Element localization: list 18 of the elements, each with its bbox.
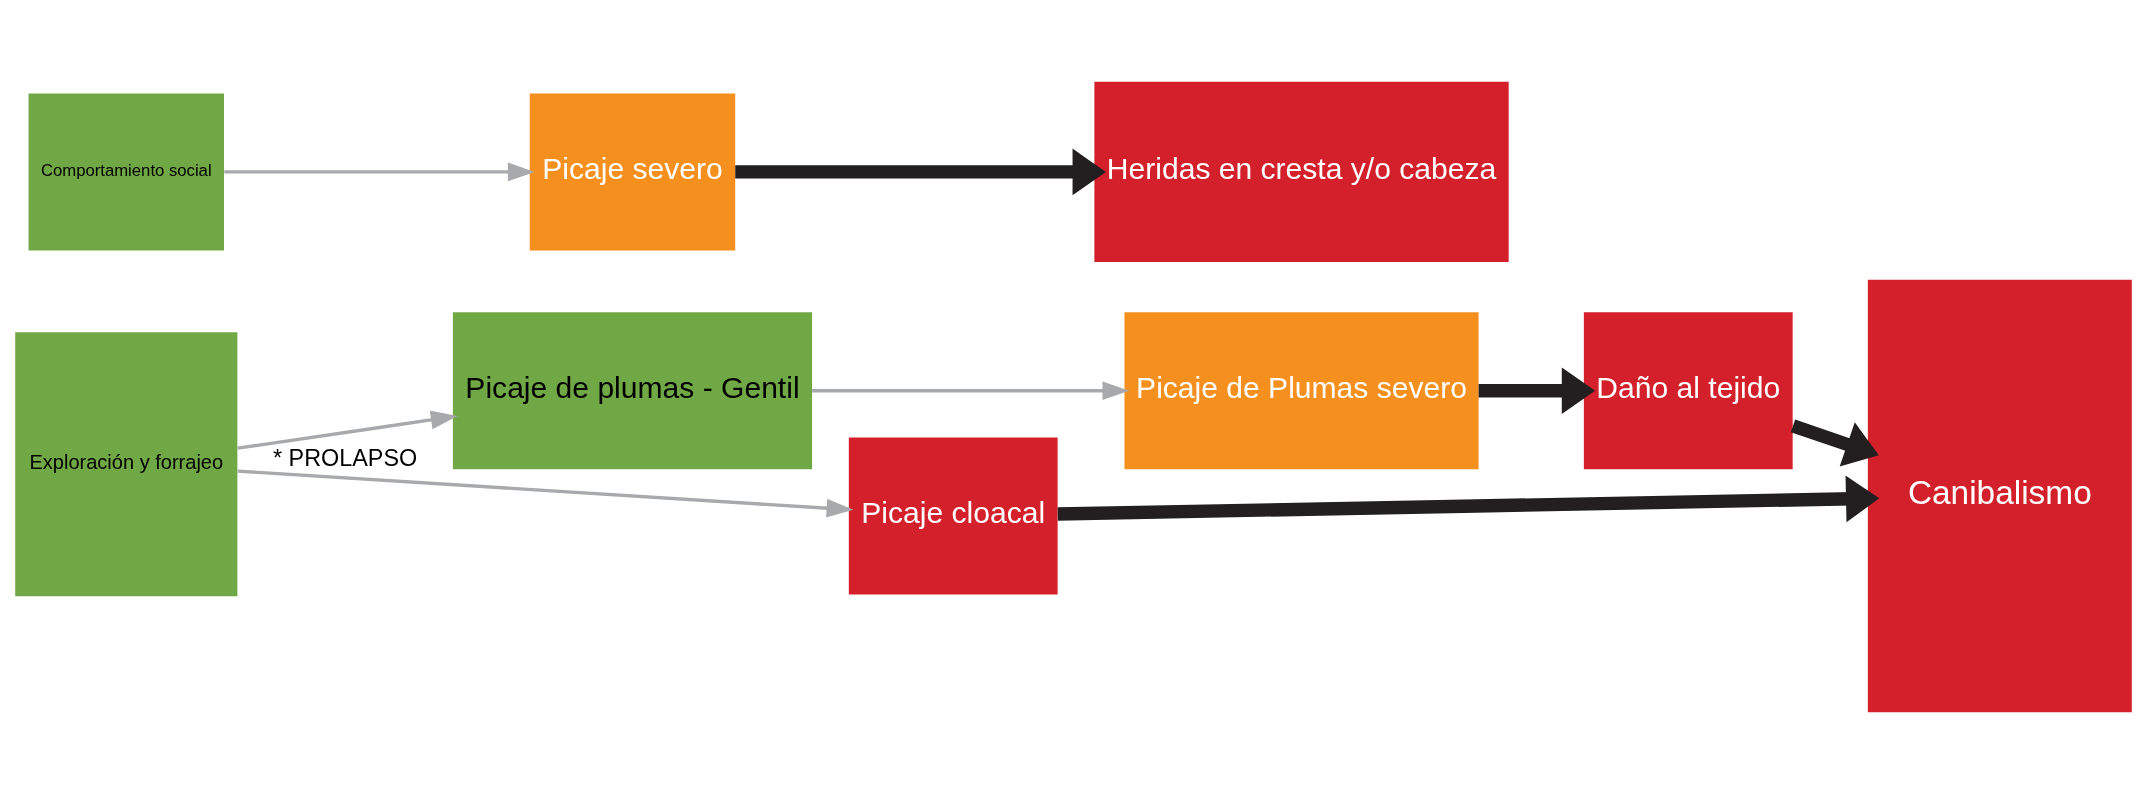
node-box: Exploración y forrajeo [15, 331, 238, 596]
node-box: Picaje severo [529, 92, 736, 250]
arrow [237, 410, 458, 450]
arrow [237, 468, 854, 518]
edge-label: * PROLAPSO [273, 444, 418, 471]
node-box: Canibalismo [1867, 279, 2132, 712]
node-box: Comportamiento social [28, 92, 224, 250]
arrow [1057, 475, 1880, 522]
arrow [1790, 419, 1879, 467]
node-box: Heridas en cresta y/o cabeza [1094, 81, 1509, 262]
arrow [1478, 366, 1596, 414]
node-box: Picaje de plumas - Gentil [452, 311, 813, 469]
node-box: Daño al tejido [1583, 311, 1793, 469]
node-box: Picaje cloacal [848, 437, 1058, 595]
arrow [224, 162, 535, 181]
arrow [812, 380, 1130, 400]
node-box: Picaje de Plumas severo [1124, 311, 1479, 469]
arrow [735, 148, 1106, 195]
